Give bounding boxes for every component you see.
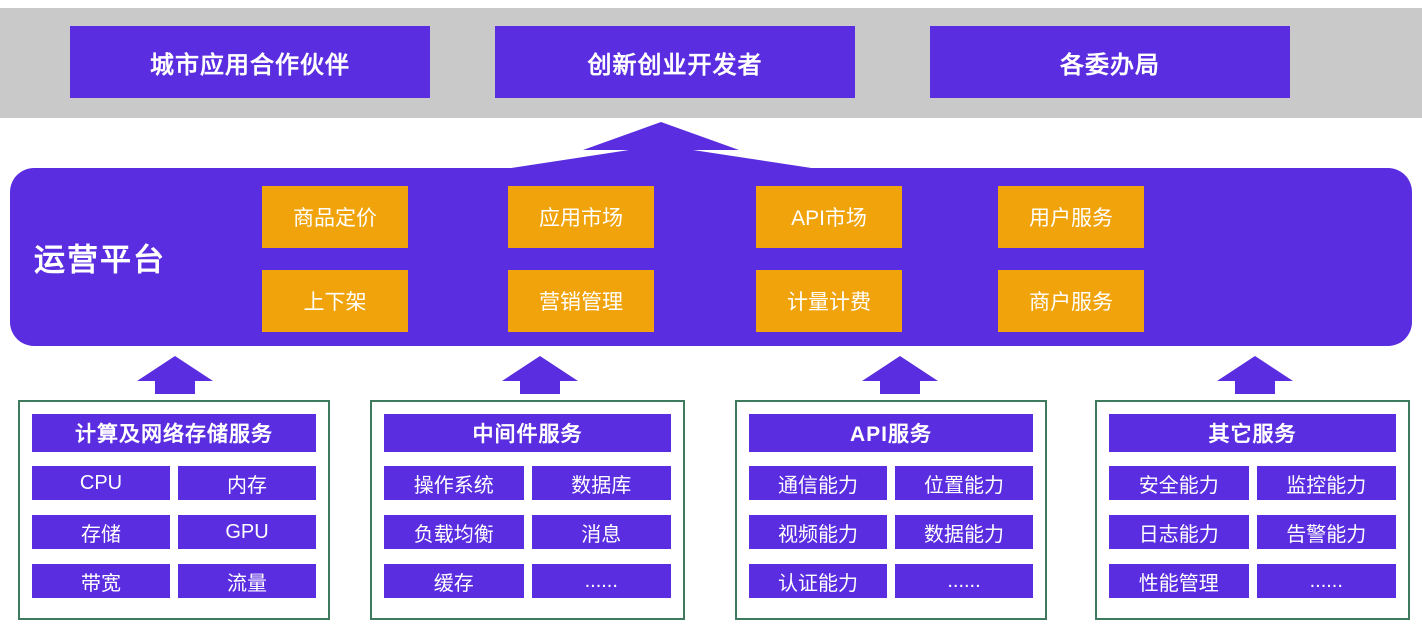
top-box-label: 创新创业开发者	[587, 51, 763, 79]
service-cell: ......	[531, 564, 671, 598]
top-box-city-app-partners: 城市应用合作伙伴	[70, 26, 430, 98]
service-cell: 数据能力	[895, 515, 1033, 549]
service-cell: 消息	[531, 515, 671, 549]
service-cell: 存储	[32, 515, 170, 549]
service-cell: CPU	[32, 466, 170, 500]
panel-grid: CPU 内存 存储 GPU 带宽 流量	[32, 466, 316, 598]
panel-grid: 安全能力 监控能力 日志能力 告警能力 性能管理 ......	[1109, 466, 1396, 598]
service-cell: 安全能力	[1109, 466, 1249, 500]
top-box-label: 城市应用合作伙伴	[150, 51, 350, 79]
service-cell: GPU	[178, 515, 316, 549]
panel-other-services: 其它服务 安全能力 监控能力 日志能力 告警能力 性能管理 ......	[1095, 400, 1410, 620]
service-cell: 流量	[178, 564, 316, 598]
big-up-arrow-icon	[505, 122, 818, 169]
panel-middleware: 中间件服务 操作系统 数据库 负载均衡 消息 缓存 ......	[370, 400, 685, 620]
service-cell: 缓存	[384, 564, 524, 598]
module-metering-billing: 计量计费	[756, 270, 902, 332]
module-marketing: 营销管理	[508, 270, 654, 332]
panel-title: 其它服务	[1109, 414, 1396, 452]
service-cell: 通信能力	[749, 466, 887, 500]
service-cell: 告警能力	[1256, 515, 1396, 549]
service-cell: 带宽	[32, 564, 170, 598]
small-up-arrow-icon	[1217, 356, 1293, 394]
platform-title: 运营平台	[34, 242, 166, 278]
service-cell: ......	[1256, 564, 1396, 598]
panel-compute-network-storage: 计算及网络存储服务 CPU 内存 存储 GPU 带宽 流量	[18, 400, 330, 620]
service-cell: ......	[895, 564, 1033, 598]
service-cell: 监控能力	[1256, 466, 1396, 500]
service-cell: 负载均衡	[384, 515, 524, 549]
panel-grid: 操作系统 数据库 负载均衡 消息 缓存 ......	[384, 466, 671, 598]
top-box-developers: 创新创业开发者	[495, 26, 855, 98]
service-cell: 数据库	[531, 466, 671, 500]
module-user-service: 用户服务	[998, 186, 1144, 248]
small-up-arrow-icon	[862, 356, 938, 394]
top-box-bureaus: 各委办局	[930, 26, 1290, 98]
module-merchant-service: 商户服务	[998, 270, 1144, 332]
small-up-arrow-icon	[502, 356, 578, 394]
panel-title: 中间件服务	[384, 414, 671, 452]
small-up-arrow-icon	[137, 356, 213, 394]
module-product-pricing: 商品定价	[262, 186, 408, 248]
module-api-market: API市场	[756, 186, 902, 248]
module-app-market: 应用市场	[508, 186, 654, 248]
service-cell: 位置能力	[895, 466, 1033, 500]
service-cell: 视频能力	[749, 515, 887, 549]
panel-title: API服务	[749, 414, 1033, 452]
service-cell: 操作系统	[384, 466, 524, 500]
service-cell: 性能管理	[1109, 564, 1249, 598]
panel-grid: 通信能力 位置能力 视频能力 数据能力 认证能力 ......	[749, 466, 1033, 598]
service-cell: 内存	[178, 466, 316, 500]
panel-api-services: API服务 通信能力 位置能力 视频能力 数据能力 认证能力 ......	[735, 400, 1047, 620]
service-cell: 认证能力	[749, 564, 887, 598]
service-cell: 日志能力	[1109, 515, 1249, 549]
top-box-label: 各委办局	[1060, 51, 1160, 79]
panel-title: 计算及网络存储服务	[32, 414, 316, 452]
module-listing: 上下架	[262, 270, 408, 332]
operations-platform-box: 运营平台	[10, 168, 1412, 346]
